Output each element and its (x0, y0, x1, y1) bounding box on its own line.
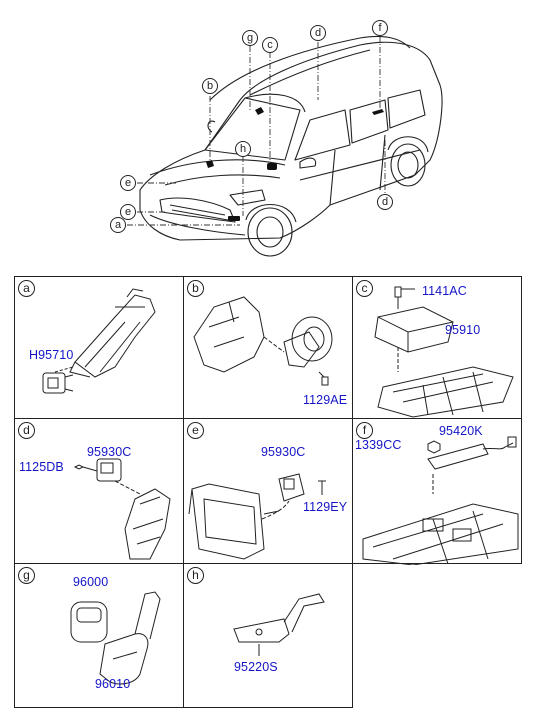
panel-letter: c (356, 280, 373, 297)
part-number: 95420K (439, 424, 483, 438)
part-number: 1129EY (303, 500, 348, 514)
panel-g: g 96000 96010 (14, 563, 184, 708)
panel-letter: f (356, 422, 373, 439)
panel-letter: g (18, 567, 35, 584)
part-number: 1339CC (355, 438, 402, 452)
callout-e-lower: e (120, 204, 136, 220)
airbag-sensor-bracket-drawing (42, 288, 156, 394)
airbag-control-module-drawing (374, 286, 514, 418)
part-number: 96010 (95, 677, 131, 691)
panel-letter: a (18, 280, 35, 297)
parts-grid: a H95710 b (14, 276, 522, 708)
panel-d: d 95930C 1125DB (14, 418, 184, 564)
callout-e-upper: e (120, 175, 136, 191)
bracket-drawing (233, 593, 325, 656)
side-impact-sensor-drawing (73, 458, 171, 560)
panel-letter: e (187, 422, 204, 439)
rear-sensor-harness-drawing (362, 436, 519, 565)
part-number: 1125DB (19, 460, 64, 474)
panel-letter: b (187, 280, 204, 297)
callout-h: h (235, 141, 251, 157)
panel-a: a H95710 (14, 276, 184, 419)
panel-b: b 1129AE (183, 276, 353, 419)
panel-f: f 1339CC 95420K (352, 418, 522, 565)
callout-a: a (110, 217, 126, 233)
callout-d-side: d (377, 194, 393, 210)
panel-letter: h (187, 567, 204, 584)
front-impact-sensor-drawing (188, 473, 326, 560)
callout-c: c (262, 37, 278, 53)
part-number: 1129AE (303, 393, 348, 407)
panel-e: e 95930C 1129EY (183, 418, 353, 564)
callout-d-top: d (310, 25, 326, 41)
part-number: H95710 (29, 348, 74, 362)
panel-letter: d (18, 422, 35, 439)
part-number: 95910 (445, 323, 481, 337)
impact-sensor-drawing (193, 296, 333, 386)
smart-key-drawing (70, 591, 161, 685)
callout-f: f (372, 20, 388, 36)
panel-h: h 95220S (183, 563, 353, 708)
vehicle-illustration (127, 35, 443, 257)
panel-c: c 1141AC 95910 (352, 276, 522, 419)
part-number: 96000 (73, 575, 109, 589)
callout-g: g (242, 30, 258, 46)
part-number: 95220S (234, 660, 278, 674)
part-number: 95930C (261, 445, 306, 459)
part-number: 95930C (87, 445, 132, 459)
callout-b: b (202, 78, 218, 94)
part-number: 1141AC (422, 284, 467, 298)
